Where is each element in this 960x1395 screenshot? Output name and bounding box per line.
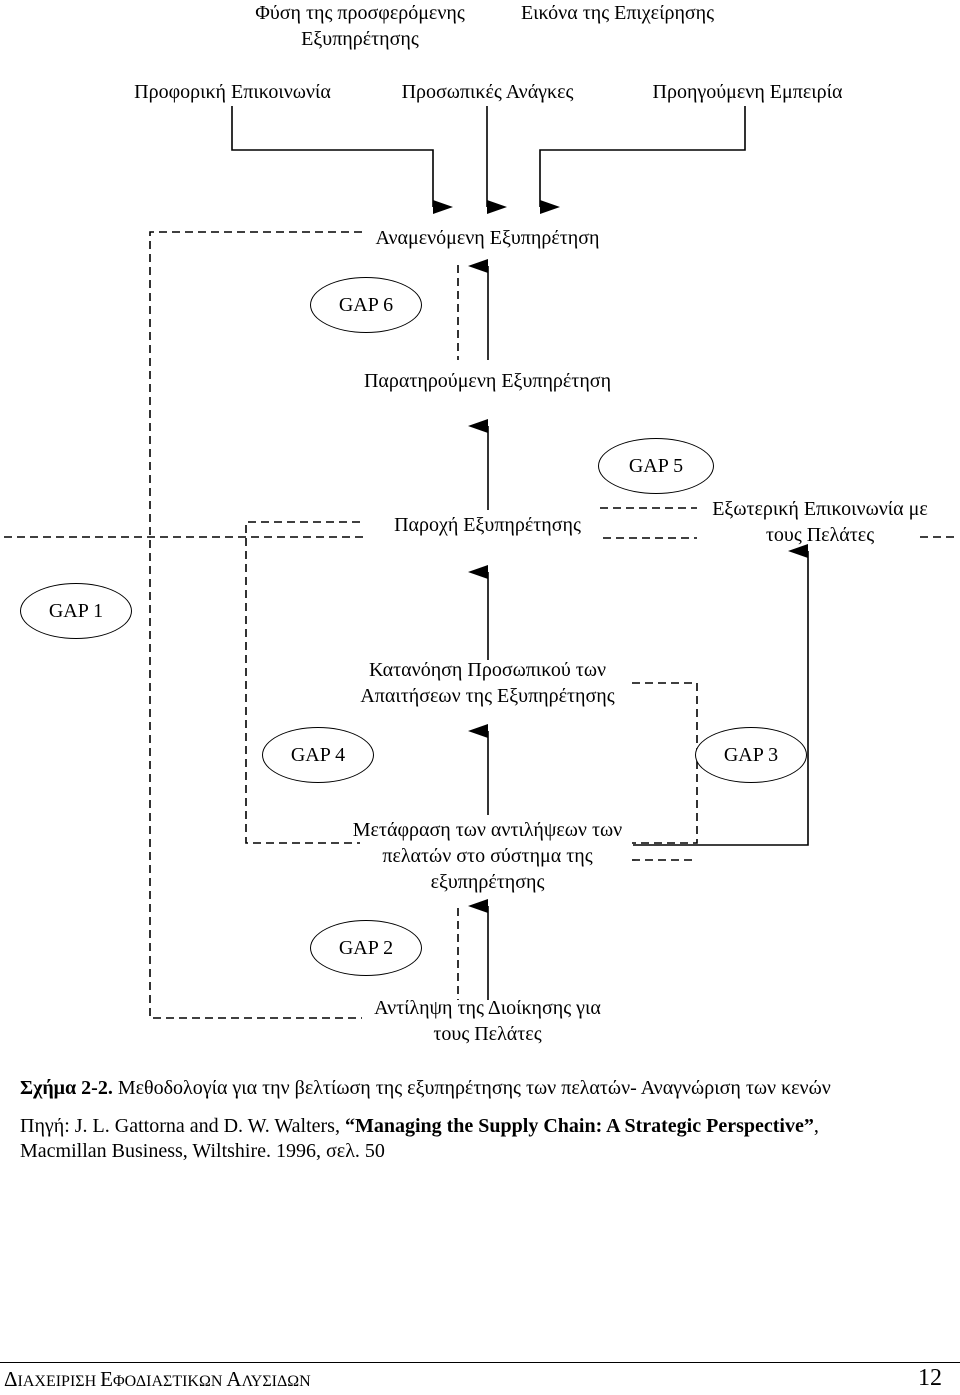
- gap1-ellipse: GAP 1: [20, 583, 132, 639]
- node-perceived-service: Παρατηρούμενη Εξυπηρέτηση: [363, 370, 612, 392]
- source-book-title: “Managing the Supply Chain: A Strategic …: [344, 1115, 814, 1137]
- node-service-delivery: Παροχή Εξυπηρέτησης: [394, 514, 581, 536]
- footer-title-a: Α: [226, 1367, 242, 1391]
- node-perception-translation: Μετάφραση των αντιλήψεων των πελατών στο…: [352, 819, 623, 893]
- footer-title-w3: ΛΥΣΙΔΩΝ: [241, 1373, 311, 1390]
- footer-rule: [0, 1362, 960, 1363]
- gap5-ellipse: GAP 5: [598, 438, 714, 494]
- node-service-nature: Φύση της προσφερόμενης Εξυπηρέτησης: [255, 2, 465, 50]
- arrow-translation-to-external: [633, 544, 809, 846]
- node-word-of-mouth: Προφορική Επικοινωνία: [134, 81, 331, 103]
- figure-title: Μεθοδολογία για την βελτίωση της εξυπηρέ…: [112, 1077, 831, 1099]
- node-past-experience: Προηγούμενη Εμπειρία: [652, 81, 843, 103]
- arrow-experience-to-expected: [539, 106, 746, 214]
- gap4-dashed-bracket: [245, 521, 360, 844]
- page-number: 12: [918, 1365, 942, 1391]
- node-company-image: Εικόνα της Επιχείρησης: [520, 2, 715, 24]
- gap6-left-dashed-bracket: [149, 231, 362, 1019]
- arrow-oral-to-expected: [231, 106, 453, 214]
- source-suffix: ,: [813, 1115, 819, 1137]
- source-prefix: Πηγή: J. L. Gattorna and D. W. Walters,: [20, 1115, 345, 1137]
- figure-source-line2: Macmillan Business, Wiltshire. 1996, σελ…: [20, 1140, 385, 1162]
- gap3-ellipse: GAP 3: [695, 727, 807, 783]
- footer-title-d: Δ: [4, 1367, 18, 1391]
- figure-source: Πηγή: J. L. Gattorna and D. W. Walters, …: [20, 1113, 819, 1139]
- node-personal-needs: Προσωπικές Ανάγκες: [401, 81, 574, 103]
- footer-title-w2: ΦΟΔΙΑΣΤΙΚΩΝ: [112, 1373, 227, 1390]
- gap6-ellipse: GAP 6: [310, 277, 422, 333]
- footer-title-w1: ΙΑΧΕΙΡΙΣΗ: [17, 1373, 101, 1390]
- footer-title-e: Ε: [100, 1367, 113, 1391]
- gap4-ellipse: GAP 4: [262, 727, 374, 783]
- footer-title: ΔΙΑΧΕΙΡΙΣΗ ΕΦΟΔΙΑΣΤΙΚΩΝ ΑΛΥΣΙΔΩΝ: [4, 1366, 311, 1395]
- figure-caption: Σχήμα 2-2. Μεθοδολογία για την βελτίωση …: [20, 1075, 831, 1101]
- node-management-perception: Αντίληψη της Διοίκησης για τους Πελάτες: [374, 997, 601, 1045]
- node-external-communication: Εξωτερική Επικοινωνία με τους Πελάτες: [712, 498, 928, 546]
- node-expected-service: Αναμενόμενη Εξυπηρέτηση: [375, 227, 600, 249]
- figure-label: Σχήμα 2-2.: [20, 1077, 113, 1099]
- gap2-ellipse: GAP 2: [310, 920, 422, 976]
- node-staff-understanding: Κατανόηση Προσωπικού των Απαιτήσεων της …: [360, 659, 615, 707]
